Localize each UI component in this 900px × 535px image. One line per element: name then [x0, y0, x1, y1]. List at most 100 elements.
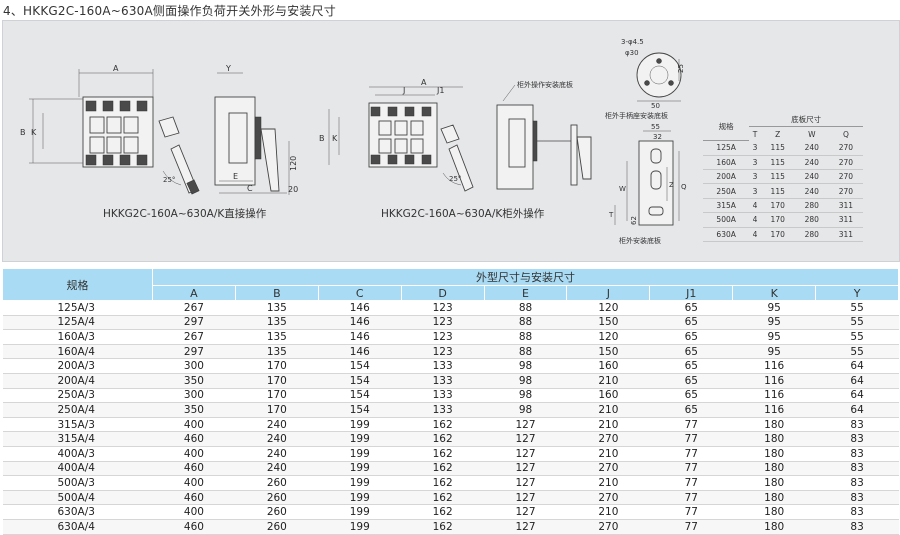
- value-cell: 270: [566, 431, 650, 447]
- value-cell: 300: [152, 358, 236, 374]
- spec-cell: 280: [794, 227, 829, 243]
- value-cell: 98: [484, 402, 567, 418]
- value-cell: 199: [318, 417, 402, 433]
- value-cell: 55: [815, 344, 899, 360]
- spec-cell: 3: [749, 169, 761, 185]
- dim-55-label: 55: [651, 123, 660, 131]
- label-panel-plate: 柜外操作安装底板: [517, 80, 573, 89]
- spec-cell: 4: [749, 198, 761, 214]
- dim-z-label: Z: [669, 181, 674, 189]
- value-cell: 210: [566, 402, 650, 418]
- label-handle-plate: 柜外手柄座安装底板: [605, 111, 668, 120]
- technical-drawing-panel: A B K 25°: [2, 20, 900, 262]
- value-cell: 180: [732, 504, 816, 520]
- value-cell: 210: [566, 373, 650, 389]
- value-cell: 98: [484, 373, 567, 389]
- model-cell: 630A/3: [2, 504, 153, 520]
- dim-e-label: E: [233, 172, 238, 181]
- value-cell: 135: [235, 329, 319, 345]
- value-cell: 55: [815, 315, 899, 331]
- value-cell: 267: [152, 329, 236, 345]
- column-header: D: [400, 285, 485, 301]
- value-cell: 123: [401, 300, 485, 316]
- value-cell: 65: [649, 344, 733, 360]
- value-cell: 64: [815, 373, 899, 389]
- spec-column-header: Q: [842, 129, 849, 139]
- value-cell: 77: [649, 417, 733, 433]
- spec-cell: 270: [828, 155, 863, 171]
- dim-62-label: 62: [630, 216, 638, 225]
- value-cell: 460: [152, 490, 236, 506]
- spec-cell: 280: [794, 198, 829, 214]
- value-cell: 154: [318, 358, 402, 374]
- dim-25-label: 25: [677, 64, 685, 73]
- value-cell: 199: [318, 475, 402, 491]
- value-cell: 116: [732, 358, 816, 374]
- spec-cell: 170: [760, 198, 795, 214]
- label-cabinet-plate: 柜外安装底板: [619, 236, 661, 245]
- value-cell: 65: [649, 358, 733, 374]
- value-cell: 240: [235, 431, 319, 447]
- dim-k-label: K: [31, 128, 37, 137]
- value-cell: 116: [732, 388, 816, 404]
- spec-cell: 270: [828, 183, 863, 199]
- value-cell: 77: [649, 431, 733, 447]
- dim-120-label: 120: [289, 156, 298, 171]
- value-cell: 199: [318, 446, 402, 462]
- spec-cell: 115: [760, 169, 795, 185]
- value-cell: 180: [732, 446, 816, 462]
- value-cell: 88: [484, 329, 567, 345]
- value-cell: 180: [732, 461, 816, 477]
- value-cell: 55: [815, 329, 899, 345]
- value-cell: 127: [484, 446, 567, 462]
- value-cell: 83: [815, 417, 899, 433]
- value-cell: 135: [235, 344, 319, 360]
- value-cell: 180: [732, 490, 816, 506]
- value-cell: 77: [649, 475, 733, 491]
- value-cell: 170: [235, 402, 319, 418]
- value-cell: 95: [732, 344, 816, 360]
- value-cell: 98: [484, 388, 567, 404]
- value-cell: 400: [152, 475, 236, 491]
- spec-cell: 4: [749, 227, 761, 243]
- value-cell: 146: [318, 300, 402, 316]
- spec-cell: 170: [760, 227, 795, 243]
- value-cell: 123: [401, 344, 485, 360]
- column-header: K: [732, 285, 817, 301]
- value-cell: 135: [235, 300, 319, 316]
- value-cell: 64: [815, 402, 899, 418]
- spec-cell: 270: [828, 140, 863, 156]
- column-header: E: [483, 285, 568, 301]
- value-cell: 83: [815, 461, 899, 477]
- value-cell: 133: [401, 402, 485, 418]
- caption-direct: HKKG2C-160A~630A/K直接操作: [103, 207, 267, 220]
- value-cell: 95: [732, 329, 816, 345]
- value-cell: 460: [152, 431, 236, 447]
- value-cell: 154: [318, 373, 402, 389]
- model-cell: 200A/3: [2, 358, 153, 374]
- value-cell: 150: [566, 344, 650, 360]
- value-cell: 77: [649, 446, 733, 462]
- value-cell: 77: [649, 504, 733, 520]
- spec-cell: 170: [760, 212, 795, 228]
- value-cell: 65: [649, 300, 733, 316]
- value-cell: 210: [566, 417, 650, 433]
- value-cell: 127: [484, 417, 567, 433]
- spec-cell: 250A: [703, 183, 750, 199]
- dim-c-label: C: [247, 184, 253, 193]
- value-cell: 400: [152, 446, 236, 462]
- dim-j1-label: J1: [436, 86, 444, 95]
- spec-cell: 240: [794, 140, 829, 156]
- value-cell: 64: [815, 388, 899, 404]
- value-cell: 154: [318, 388, 402, 404]
- spec-cell: 3: [749, 140, 761, 156]
- value-cell: 120: [566, 329, 650, 345]
- model-cell: 315A/4: [2, 431, 153, 447]
